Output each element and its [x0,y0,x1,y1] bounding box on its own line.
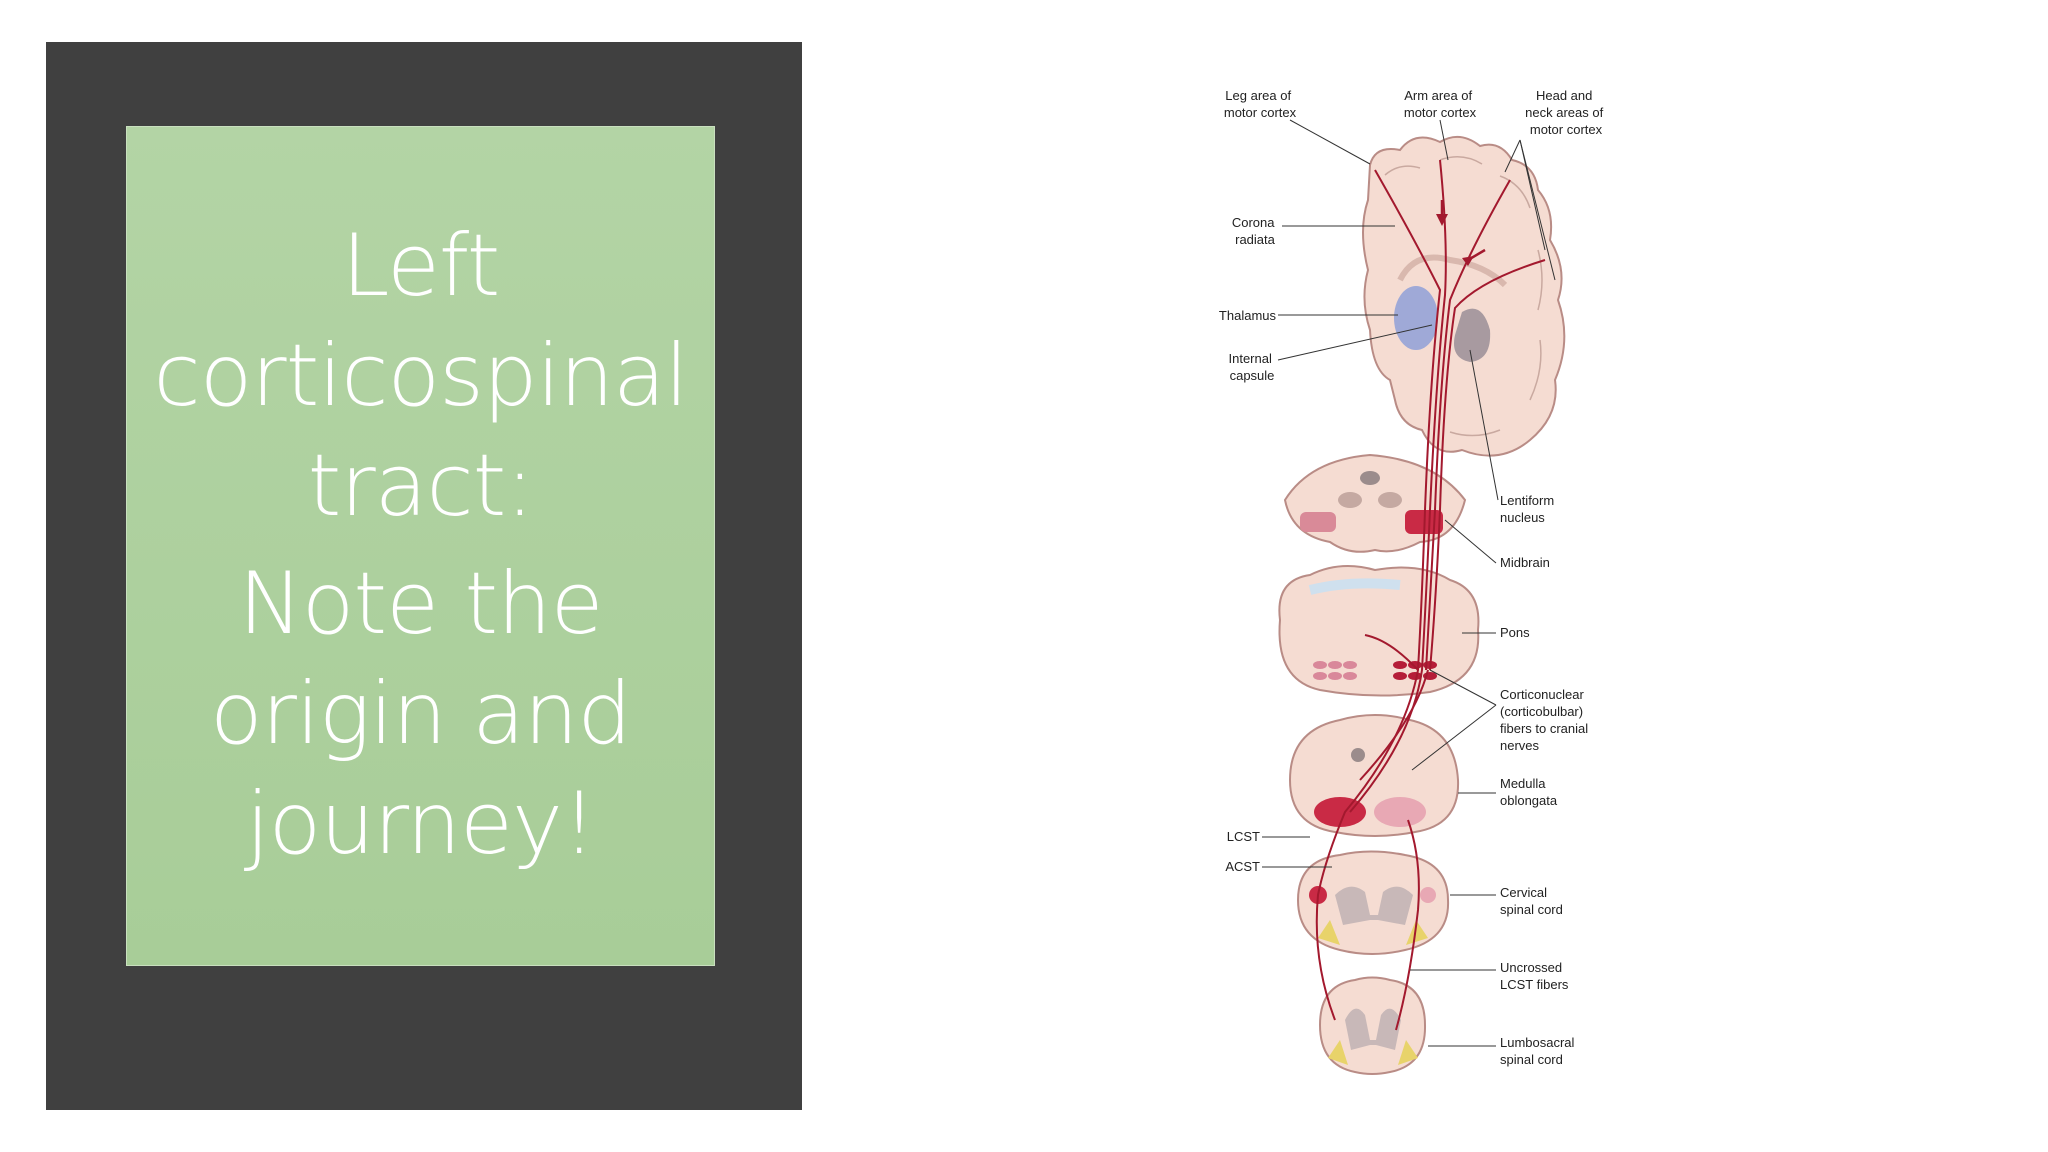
subtitle-line-1: Note the [238,554,603,654]
label-cervical-cord: Cervical spinal cord [1500,885,1563,917]
label-uncrossed-lcst: Uncrossed LCST fibers [1500,960,1569,992]
title-box: Left corticospinal tract: Note the origi… [126,126,715,966]
label-midbrain: Midbrain [1500,555,1550,570]
title-line-3: tract: [307,436,535,536]
label-lumbosacral-cord: Lumbosacral spinal cord [1500,1035,1578,1067]
medulla-section [1288,714,1460,837]
subtitle-line-3: journey! [245,774,597,874]
label-arm-area: Arm area of motor cortex [1404,88,1477,120]
tract-fibers [1315,159,1546,1031]
label-lentiform-nucleus: Lentiform nucleus [1500,493,1558,525]
label-head-neck: Head and neck areas of motor cortex [1525,88,1607,137]
midbrain-section [1283,453,1467,553]
label-lcst: LCST [1227,829,1260,844]
pons-section [1278,565,1480,697]
label-internal-capsule: Internal capsule [1229,351,1276,383]
label-corticonuclear: Corticonuclear (corticobulbar) fibers to… [1500,687,1592,753]
diagram-labels: Leg area of motor cortex Arm area of mot… [1219,88,1607,1067]
leader-lines [1262,119,1556,1047]
label-medulla: Medulla oblongata [1500,776,1558,808]
cervical-cord-section [1296,850,1450,955]
label-corona-radiata: Corona radiata [1232,215,1278,247]
label-thalamus: Thalamus [1219,308,1277,323]
label-pons: Pons [1500,625,1530,640]
title-line-2: corticospinal [153,326,688,426]
corticospinal-tract-diagram: Leg area of motor cortex Arm area of mot… [1219,88,1607,1075]
lumbosacral-cord-section [1318,976,1427,1075]
thalamus-shape [1394,286,1438,350]
brain-section [1362,135,1566,457]
lentiform-shape [1454,308,1491,362]
title-line-1: Left [341,216,501,316]
label-acst: ACST [1225,859,1260,874]
subtitle-line-2: origin and [209,664,632,764]
label-leg-area: Leg area of motor cortex [1224,88,1297,120]
